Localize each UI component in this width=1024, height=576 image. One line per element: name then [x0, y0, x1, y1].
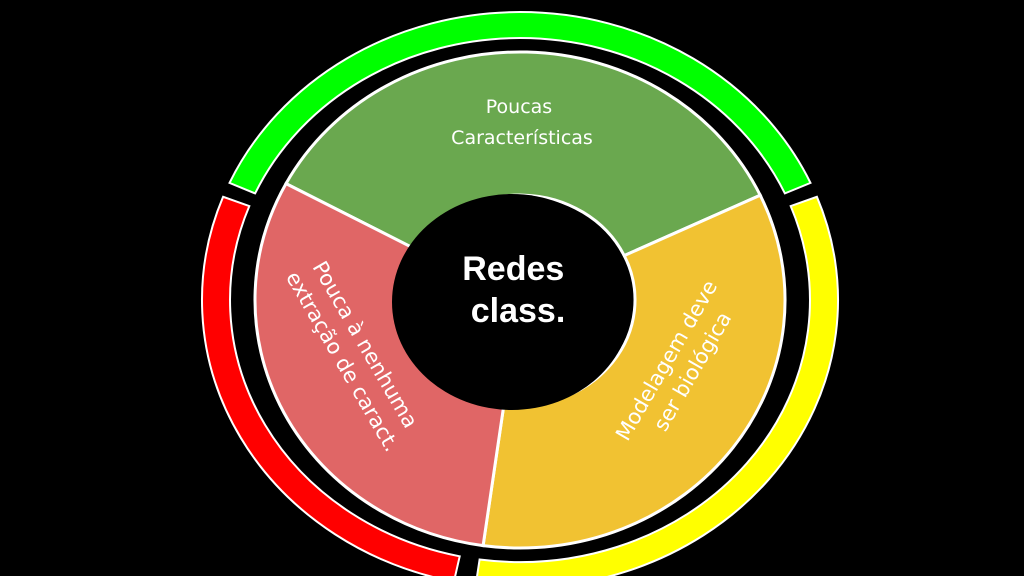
- center-circle: [392, 194, 632, 410]
- ring-arc-red: [200, 195, 461, 576]
- center-label-line2: class.: [471, 292, 566, 330]
- center-label-line1: Redes: [462, 250, 564, 288]
- ring-arc-yellow: [476, 195, 840, 576]
- segment-modelagem-biologica: [481, 193, 787, 550]
- center-label: Redes class.: [462, 250, 574, 330]
- segment-label-top: Poucas Características: [451, 96, 593, 149]
- segment-label-top-line1: Poucas: [486, 96, 552, 118]
- segment-label-top-line2: Características: [451, 127, 593, 149]
- ring-arc-green: [228, 11, 812, 195]
